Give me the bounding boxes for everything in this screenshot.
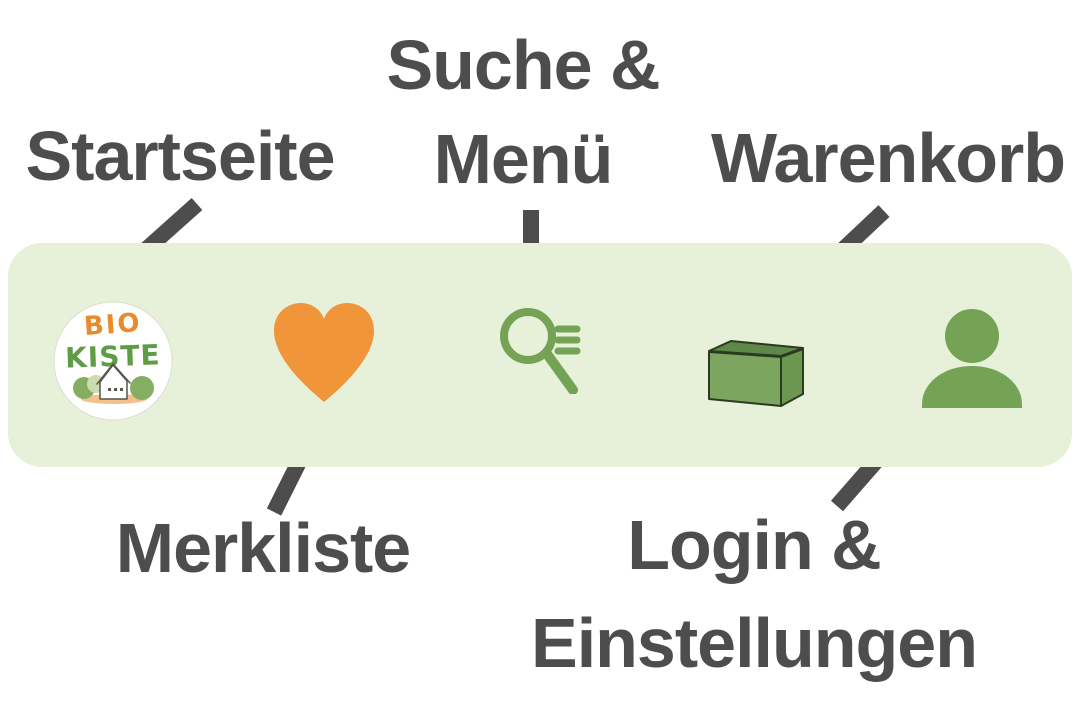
logo-farm-illustration <box>73 362 154 404</box>
label-startseite: Startseite <box>25 117 335 195</box>
label-suche-menu-line1: Suche & <box>386 26 660 104</box>
search-menu-button[interactable] <box>496 302 588 395</box>
cart-box-icon <box>708 340 804 407</box>
label-login-einstellungen: Login & Einstellungen <box>531 496 978 692</box>
label-warenkorb: Warenkorb <box>710 119 1066 197</box>
label-login-line2: Einstellungen <box>531 604 978 682</box>
person-icon <box>922 309 1022 408</box>
logo-text-bio: BIO <box>83 308 143 342</box>
navbar: BIO KISTE <box>8 243 1072 467</box>
home-logo-button[interactable]: BIO KISTE <box>52 300 174 422</box>
wishlist-heart-button[interactable] <box>268 298 380 410</box>
label-login-line1: Login & <box>627 506 881 584</box>
search-menu-icon <box>500 308 581 395</box>
heart-icon <box>274 303 374 402</box>
bio-kiste-logo-icon: BIO KISTE <box>53 301 173 421</box>
label-suche-menu: Suche & Menü <box>386 18 660 206</box>
label-merkliste: Merkliste <box>115 509 411 587</box>
cart-box-button[interactable] <box>700 332 808 410</box>
account-person-button[interactable] <box>912 304 1032 408</box>
label-suche-menu-line2: Menü <box>433 120 614 198</box>
